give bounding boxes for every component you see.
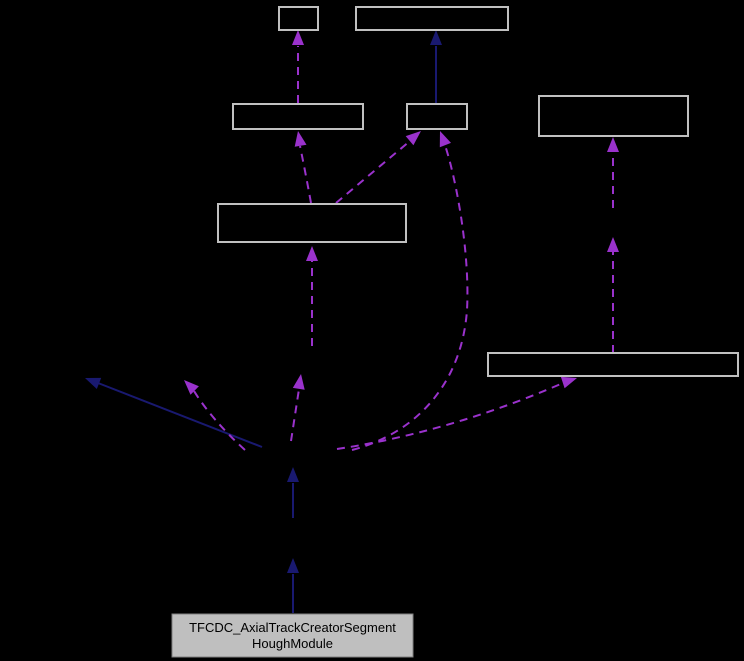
- usage-edge-center-lower-arrowhead: [292, 374, 305, 390]
- usage-edge-middle-to-row2right-arrowhead: [405, 131, 421, 146]
- inheritance-edge-module-chain-upper-arrowhead: [287, 467, 299, 482]
- usage-edge-middle-to-row2left-arrowhead: [294, 131, 307, 147]
- usage-edge-row2left-to-top: [292, 30, 304, 103]
- inheritance-edge-module-chain-lower: [287, 558, 299, 613]
- usage-edge-right-chain-lower-arrowhead: [607, 237, 619, 252]
- current-node-box: [171, 613, 414, 658]
- usage-edge-long-arc-right-arrowhead: [439, 131, 451, 148]
- usage-edge-to-right-node-arrowhead: [560, 376, 577, 389]
- usage-edge-right-chain-lower: [607, 237, 619, 353]
- nodes-layer: [217, 6, 739, 377]
- current-node-label-line2: HoughModule: [252, 636, 333, 651]
- edges-layer: [85, 30, 619, 613]
- class-node-top-center[interactable]: [355, 6, 509, 31]
- inheritance-edge-upper-left-arrowhead: [85, 377, 102, 389]
- current-node: TFCDC_AxialTrackCreatorSegment HoughModu…: [171, 613, 414, 658]
- usage-edge-right-chain-upper: [607, 137, 619, 208]
- inheritance-edge-row2right-to-top-arrowhead: [430, 30, 442, 45]
- usage-edge-short-left-arrowhead: [184, 380, 199, 395]
- current-node-label-line1: TFCDC_AxialTrackCreatorSegment: [189, 620, 396, 635]
- usage-edge-center-upper-arrowhead: [306, 246, 318, 261]
- usage-edge-row2left-to-top-arrowhead: [292, 30, 304, 45]
- usage-edge-right-chain-upper-arrowhead: [607, 137, 619, 152]
- class-node-top-right[interactable]: [538, 95, 689, 137]
- usage-edge-long-arc-right: [351, 131, 469, 451]
- usage-edge-center-lower: [290, 374, 305, 442]
- class-node-right[interactable]: [487, 352, 739, 377]
- usage-edge-center-upper: [306, 246, 318, 346]
- class-node-row2-left[interactable]: [232, 103, 364, 130]
- usage-edge-middle-to-row2right: [335, 131, 421, 204]
- class-node-top-small[interactable]: [278, 6, 319, 31]
- usage-edge-short-left: [184, 380, 246, 451]
- inheritance-edge-module-chain-upper: [287, 467, 299, 518]
- usage-edge-to-right-node: [336, 376, 577, 450]
- inheritance-edge-row2right-to-top: [430, 30, 442, 104]
- usage-edge-middle-to-row2left: [294, 131, 312, 204]
- class-node-middle[interactable]: [217, 203, 407, 243]
- class-node-row2-right[interactable]: [406, 103, 468, 130]
- inheritance-edge-module-chain-lower-arrowhead: [287, 558, 299, 573]
- inheritance-edge-upper-left: [85, 377, 263, 448]
